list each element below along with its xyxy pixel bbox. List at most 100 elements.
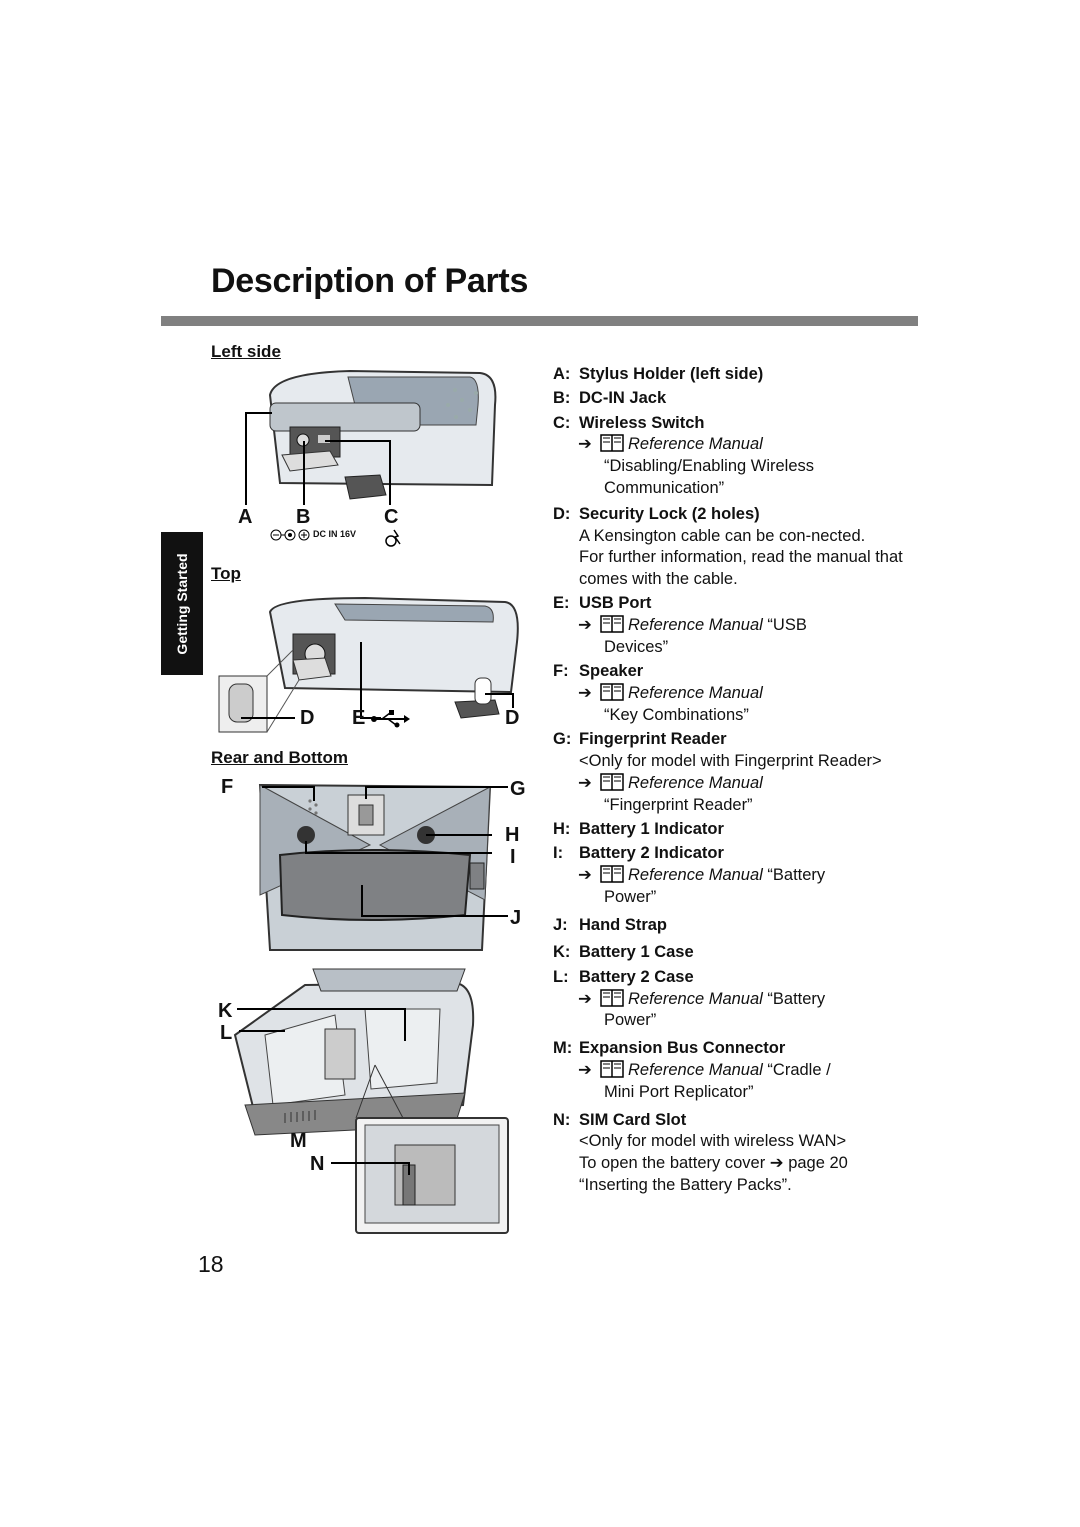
part-name: Stylus Holder (left side) [579,365,764,383]
part-item: M: Expansion Bus Connector ➔ Reference Manu… [553,1038,913,1103]
part-key: M: [553,1039,573,1058]
part-item: K: Battery 1 Case [553,942,913,964]
callout-j: J [510,907,522,929]
part-heading: M: Expansion Bus Connector [553,1038,913,1060]
callout-c: C [384,506,399,528]
callout-n: N [310,1153,325,1175]
section-tab: Getting Started [161,532,203,675]
part-note: <Only for model with Fingerprint Reader> [579,752,882,771]
reference-topic: “USB [762,616,807,635]
part-key: G: [553,730,572,749]
arrow-right-icon: ➔ [578,866,592,885]
section-tab-label: Getting Started [174,552,190,655]
part-item: C:Wireless Switch➔Reference Manual“Disab… [553,413,913,500]
part-name: Battery 1 Indicator [579,819,724,838]
reference-link: ➔ Reference Manual “Cradle / Mini Port Rep… [553,1060,913,1104]
callout-h: H [505,824,520,846]
manual-book-icon [600,683,628,702]
part-key: F: [553,662,569,681]
arrow-right-icon: ➔ [578,616,592,635]
callout-b: B [296,506,311,528]
manual-book-icon [600,773,628,792]
reference-topic-cont: Mini Port Replicator” [604,1082,754,1101]
wireless-icon [385,529,401,547]
part-heading: K: Battery 1 Case [553,942,913,964]
part-key: C: [553,413,571,432]
manual-book-icon [600,434,628,453]
part-key: K: [553,943,571,962]
part-heading: D: Security Lock (2 holes) [553,504,913,526]
reference-topic: “Battery [762,866,826,885]
part-name: Expansion Bus Connector [579,1039,786,1058]
arrow-right-icon: ➔ [578,773,592,792]
bottom-illustration [233,968,509,1234]
part-item: N:SIM Card Slot<Only for model with wire… [553,1110,913,1197]
part-item: G: Fingerprint Reader <Only for model with… [553,729,913,816]
usb-icon [371,710,410,728]
part-key: J: [553,915,568,934]
reference-manual-title: Reference Manual [628,1060,763,1079]
part-name: Hand Strap [579,915,668,934]
page-title: Description of Parts [211,262,529,300]
rear-illustration [258,783,508,951]
reference-topic-cont: Power” [604,1011,657,1030]
part-name: Battery 2 Indicator [579,844,724,863]
part-note: To open the battery cover ➔ page 20 “Ins… [553,1153,913,1197]
part-name: Security Lock (2 holes) [579,504,760,523]
reference-manual-title: Reference Manual [628,616,763,635]
reference-topic-cont: “Key Combinations” [604,705,749,724]
part-item: A: Stylus Holder (left side) [553,364,913,386]
part-heading: G: Fingerprint Reader [553,729,913,751]
part-item: L:Battery 2 Case➔Reference Manual “Batte… [553,967,913,1032]
part-key: D: [553,504,571,523]
part-key: A: [553,365,571,383]
callout-f: F [221,776,234,798]
heading-top: Top [211,564,241,583]
part-key: B: [553,389,571,408]
part-heading: C: Wireless Switch [553,413,913,435]
part-heading: B: DC-IN Jack [553,388,913,410]
callout-a: A [238,506,253,528]
callout-d2: D [505,707,520,729]
callout-i: I [510,846,516,868]
title-rule [161,316,918,326]
part-item: I:Battery 2 Indicator➔Reference Manual “… [553,843,913,908]
arrow-right-icon: ➔ [578,989,592,1008]
part-key: H: [553,819,571,838]
callout-e: E [352,707,366,729]
reference-link: ➔Reference Manual“Key Combinations” [553,683,913,727]
reference-manual-title: Reference Manual [628,773,763,792]
part-heading: E:USB Port [553,593,913,615]
part-name: Fingerprint Reader [579,730,727,749]
manual-book-icon [600,865,628,884]
part-item: B: DC-IN Jack [553,388,913,410]
part-heading: J: Hand Strap [553,915,913,937]
callout-k: K [218,1000,233,1022]
reference-topic-cont: Power” [604,887,657,906]
reference-topic: “Cradle / [762,1060,831,1079]
reference-topic: “Battery [762,989,826,1008]
reference-link: ➔ Reference Manual “USB Devices” [553,615,913,659]
arrow-right-icon: ➔ [578,1060,592,1079]
part-note-text: To open the battery cover [579,1154,766,1173]
part-name: Wireless Switch [579,413,705,432]
part-key: I: [553,844,564,863]
callout-d: D [300,707,315,729]
part-item: F:Speaker➔Reference Manual“Key Combinati… [553,661,913,726]
part-heading: N:SIM Card Slot [553,1110,913,1132]
dc-polarity-icon [270,529,310,541]
reference-link: ➔Reference Manual“Fingerprint Reader” [553,773,913,817]
part-name: Battery 2 Case [579,967,694,986]
part-item: E:USB Port➔ Reference Manual “USB Devices” [553,593,913,658]
dc-in-label: DC IN 16V [313,529,357,539]
part-note: <Only for model with wireless WAN> [579,1132,847,1151]
part-name: DC-IN Jack [579,389,667,408]
part-heading: F:Speaker [553,661,913,683]
part-name: Battery 1 Case [579,943,694,962]
manual-book-icon [600,1060,628,1079]
part-note: A Kensington cable can be con-nected. [579,526,866,545]
reference-topic-cont: Devices” [604,638,669,657]
part-name: SIM Card Slot [579,1110,687,1129]
